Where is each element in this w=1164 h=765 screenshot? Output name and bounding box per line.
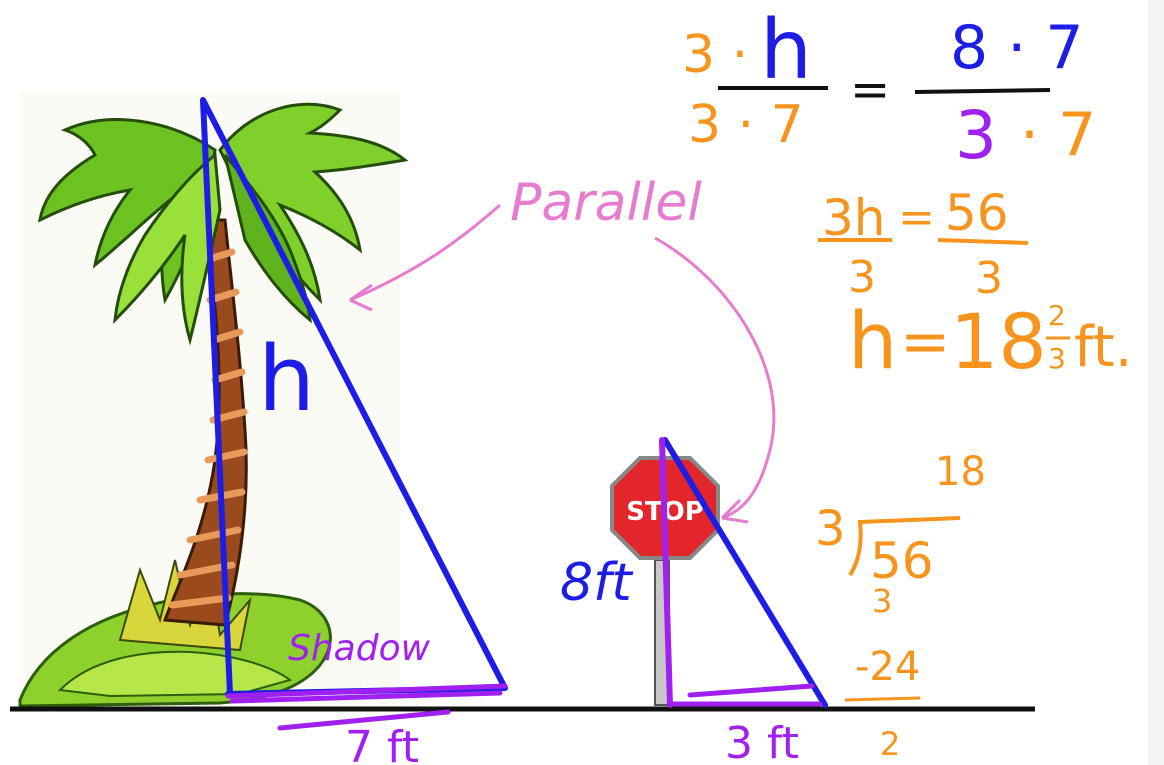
eq-left-num-var: h	[760, 3, 812, 98]
result-var: h	[848, 297, 897, 387]
eq-right-num: 8 · 7	[950, 13, 1084, 83]
division-carry: 3	[872, 582, 892, 620]
eq2-right-den: 3	[975, 253, 1003, 304]
post-height-label: 8ft	[560, 553, 633, 613]
division-divisor: 3	[815, 501, 846, 557]
eq2-right-num: 56	[945, 184, 1009, 242]
tree-height-label: h	[258, 327, 315, 432]
equation-step-two: 3h 3 = 56 3	[818, 184, 1029, 304]
tree-shadow-line	[225, 683, 508, 731]
tree-shadow-length: 7 ft	[345, 722, 419, 765]
shadow-label: Shadow	[288, 628, 431, 669]
division-quotient: 18	[935, 449, 986, 495]
result-frac-den: 3	[1048, 342, 1066, 375]
result-eq: =	[900, 307, 950, 377]
division-subtract: -24	[855, 644, 920, 690]
stop-triangle	[659, 437, 828, 708]
eq-equals: =	[850, 62, 890, 118]
long-division: 18 3 56 3 -24 2	[815, 449, 986, 763]
eq2-left-num: 3h	[822, 189, 886, 247]
parallel-arrows	[349, 203, 776, 524]
palm-tree-icon	[18, 92, 409, 708]
proportion-equation: 3 · h 3 · 7 = 8 · 7 3 · 7	[682, 3, 1096, 174]
post-shadow-length: 3 ft	[725, 718, 799, 765]
eq-left-num-coef: 3 ·	[682, 25, 748, 85]
division-remainder: 2	[880, 725, 900, 763]
eq-right-den-rest: · 7	[1020, 100, 1096, 170]
eq-left-den: 3 · 7	[688, 95, 804, 155]
result-unit: ft.	[1074, 315, 1133, 380]
eq2-equals: =	[898, 192, 935, 243]
right-edge-strip	[1148, 0, 1164, 765]
result-whole: 18	[950, 297, 1047, 386]
eq-right-den-three: 3	[955, 97, 997, 174]
result-frac-num: 2	[1048, 299, 1066, 332]
division-dividend: 56	[870, 532, 934, 590]
equation-result: h = 18 2 3 ft.	[848, 297, 1133, 387]
eq2-left-den: 3	[848, 252, 876, 303]
parallel-label: Parallel	[510, 173, 702, 233]
